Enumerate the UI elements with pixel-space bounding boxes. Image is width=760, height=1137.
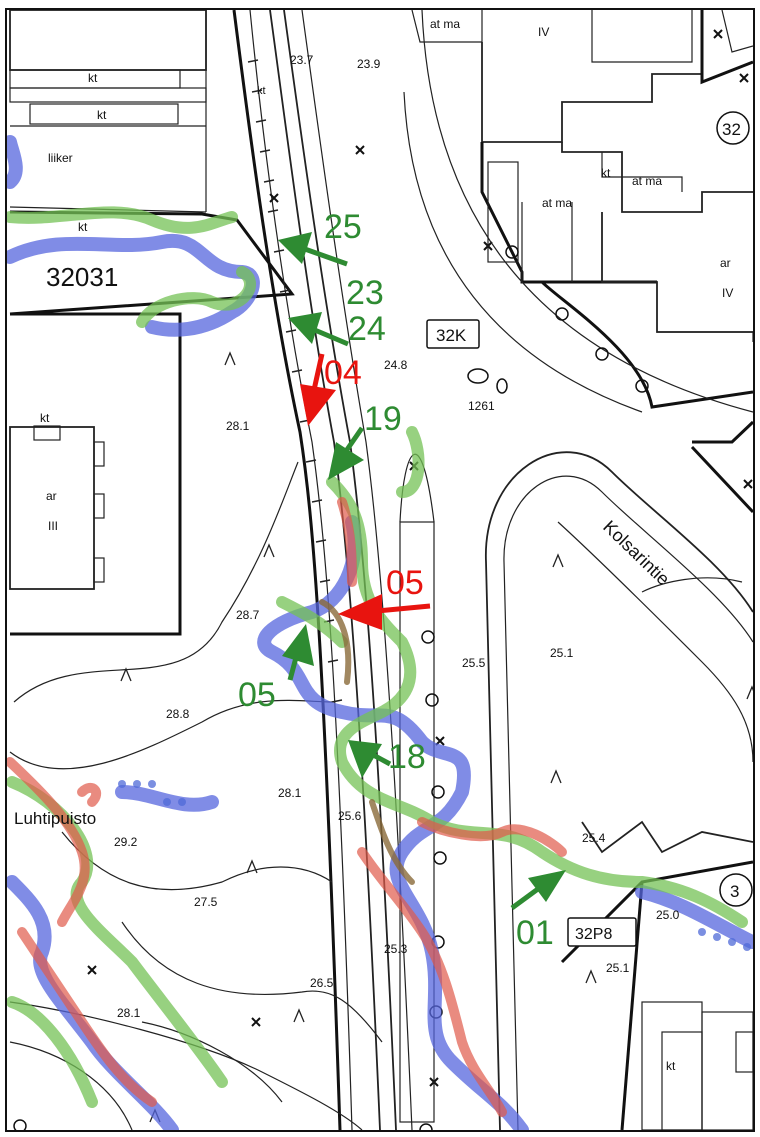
base-map-linework bbox=[9, 10, 753, 1130]
label-elevation: 26.5 bbox=[310, 976, 334, 990]
label-road-code: 32P8 bbox=[575, 926, 612, 943]
label-block-number: 32031 bbox=[46, 262, 118, 292]
label-elevation: 23.7 bbox=[290, 53, 314, 67]
direction-markers: 25 23 24 04 19 05 bbox=[238, 208, 566, 952]
label-IV: IV bbox=[538, 25, 549, 39]
label-elevation: 25.5 bbox=[462, 656, 486, 670]
marker-01: 01 bbox=[510, 870, 566, 952]
marker-label: 24 bbox=[348, 310, 386, 348]
marker-label: 23 bbox=[346, 274, 384, 312]
label-elevation: 25.0 bbox=[656, 908, 680, 922]
label-elevation: 25.3 bbox=[384, 942, 408, 956]
label-at-ma: at ma bbox=[430, 17, 460, 31]
label-kt: kt bbox=[97, 108, 107, 122]
marker-label: 18 bbox=[388, 738, 426, 776]
label-street-name: Kolsarintie bbox=[599, 516, 673, 589]
label-elevation: 27.5 bbox=[194, 895, 218, 909]
label-road-code: 32K bbox=[436, 326, 467, 345]
label-at-ma: at ma bbox=[632, 174, 662, 188]
label-kt: kt bbox=[78, 220, 88, 234]
label-circle-number: 3 bbox=[730, 882, 739, 901]
marker-18: 18 bbox=[348, 738, 426, 778]
label-parcel: 1261 bbox=[468, 399, 495, 413]
label-at-ma: at ma bbox=[542, 196, 572, 210]
label-ar: ar bbox=[46, 489, 57, 503]
marker-05-red: 05 bbox=[338, 564, 431, 630]
marker-25: 25 bbox=[278, 208, 362, 267]
label-elevation: 28.1 bbox=[117, 1006, 141, 1020]
route-traces bbox=[7, 135, 753, 1130]
map-frame[interactable]: kt kt kt kt kt kt kt liiker ar III ar IV… bbox=[5, 8, 755, 1132]
label-ar: ar bbox=[720, 256, 731, 270]
marker-label: 04 bbox=[324, 354, 362, 392]
label-kt: kt bbox=[88, 71, 98, 85]
label-park-name: Luhtipuisto bbox=[14, 809, 96, 828]
marker-label: 25 bbox=[324, 208, 362, 246]
label-elevation: 24.8 bbox=[384, 358, 408, 372]
label-liiker: liiker bbox=[48, 151, 73, 165]
marker-05-green: 05 bbox=[238, 624, 314, 714]
label-elevation: 25.4 bbox=[582, 831, 606, 845]
label-elevation: 28.1 bbox=[226, 419, 250, 433]
label-elevation: 29.2 bbox=[114, 835, 138, 849]
map-canvas[interactable]: kt kt kt kt kt kt kt liiker ar III ar IV… bbox=[7, 10, 753, 1130]
label-III: III bbox=[48, 519, 58, 533]
marker-label: 19 bbox=[364, 400, 402, 438]
label-kt: kt bbox=[257, 85, 266, 97]
label-kt: kt bbox=[666, 1059, 676, 1073]
marker-label: 05 bbox=[238, 676, 276, 714]
marker-04: 04 bbox=[300, 353, 362, 426]
label-elevation: 23.9 bbox=[357, 57, 381, 71]
label-elevation: 28.8 bbox=[166, 707, 190, 721]
label-elevation: 25.1 bbox=[606, 961, 630, 975]
marker-label: 05 bbox=[386, 564, 424, 602]
label-IV: IV bbox=[722, 286, 733, 300]
marker-23: 23 bbox=[346, 274, 384, 312]
marker-19: 19 bbox=[328, 400, 402, 480]
label-elevation: 25.1 bbox=[550, 646, 574, 660]
label-kt: kt bbox=[40, 411, 50, 425]
label-elevation: 25.6 bbox=[338, 809, 362, 823]
label-elevation: 28.7 bbox=[236, 608, 260, 622]
label-elevation: 28.1 bbox=[278, 786, 302, 800]
label-circle-number: 32 bbox=[722, 120, 741, 139]
marker-24: 24 bbox=[288, 310, 386, 348]
label-kt: kt bbox=[601, 166, 611, 180]
marker-label: 01 bbox=[516, 914, 554, 952]
